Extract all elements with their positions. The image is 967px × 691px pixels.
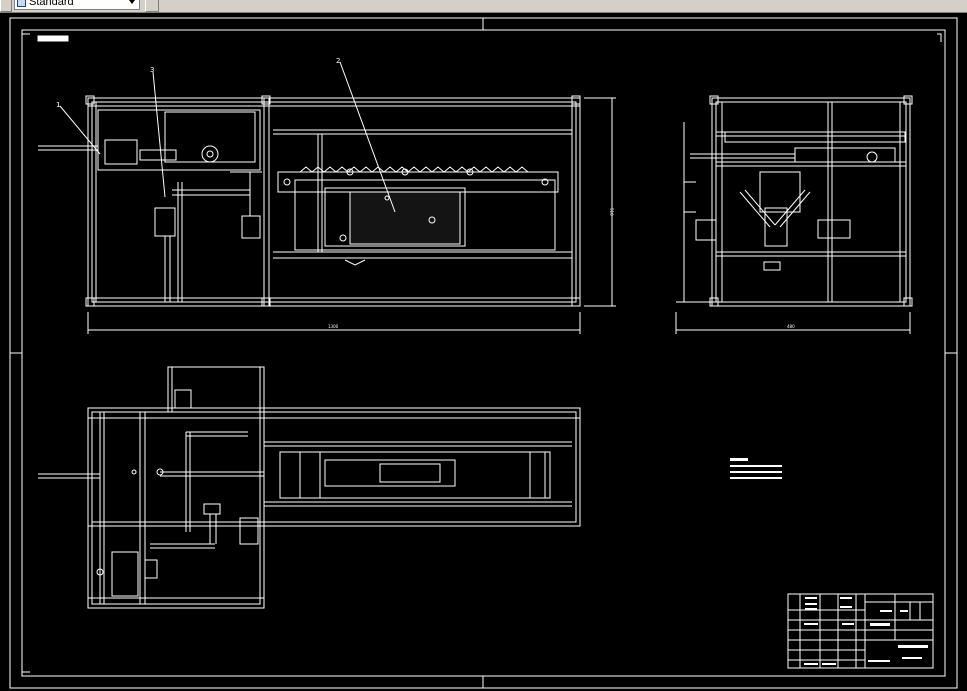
front-view bbox=[38, 61, 616, 334]
dimension-front-height: 510 bbox=[609, 208, 614, 216]
toolbar-button[interactable] bbox=[0, 0, 12, 12]
toolbar-button[interactable] bbox=[145, 0, 159, 12]
cad-toolbar: Standard bbox=[0, 0, 967, 13]
callout-part-2: 2 bbox=[336, 57, 340, 65]
text-style-dropdown[interactable]: Standard bbox=[14, 0, 140, 10]
title-block bbox=[787, 593, 934, 669]
side-view bbox=[675, 95, 913, 334]
drawing-canvas[interactable]: 1 3 2 1300 510 bbox=[0, 12, 967, 691]
callout-part-3: 3 bbox=[150, 66, 154, 74]
text-style-value: Standard bbox=[29, 0, 74, 8]
plan-view bbox=[38, 366, 581, 609]
dimension-side-width: 480 bbox=[787, 324, 795, 329]
chevron-down-icon[interactable] bbox=[129, 0, 135, 4]
technical-notes bbox=[730, 458, 782, 479]
text-style-icon bbox=[17, 0, 26, 7]
dimension-front-width: 1300 bbox=[328, 324, 339, 329]
sheet-frame bbox=[9, 17, 958, 689]
callout-part-1: 1 bbox=[56, 101, 60, 109]
